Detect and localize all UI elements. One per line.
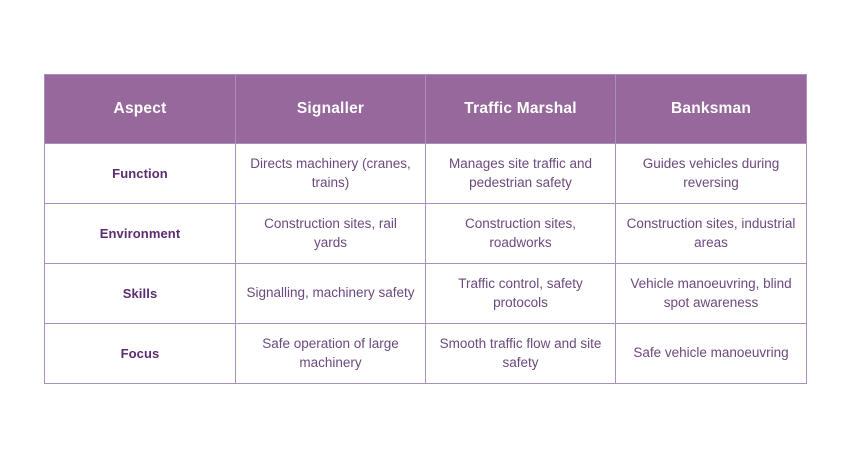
table-row: Environment Construction sites, rail yar… — [44, 203, 807, 264]
table-header: Aspect Signaller Traffic Marshal Banksma… — [44, 74, 807, 144]
column-header-aspect: Aspect — [44, 74, 236, 144]
header-row: Aspect Signaller Traffic Marshal Banksma… — [44, 74, 807, 144]
cell-aspect-environment: Environment — [44, 203, 236, 264]
table-row: Skills Signalling, machinery safety Traf… — [44, 263, 807, 324]
cell-traffic-marshal-focus: Smooth traffic flow and site safety — [425, 323, 616, 384]
cell-signaller-environment: Construction sites, rail yards — [235, 203, 426, 264]
cell-aspect-skills: Skills — [44, 263, 236, 324]
column-header-traffic-marshal: Traffic Marshal — [425, 74, 616, 144]
cell-aspect-focus: Focus — [44, 323, 236, 384]
cell-traffic-marshal-skills: Traffic control, safety protocols — [425, 263, 616, 324]
table-row: Function Directs machinery (cranes, trai… — [44, 143, 807, 204]
table-row: Focus Safe operation of large machinery … — [44, 323, 807, 384]
cell-banksman-function: Guides vehicles during reversing — [615, 143, 807, 204]
cell-signaller-focus: Safe operation of large machinery — [235, 323, 426, 384]
column-header-banksman: Banksman — [615, 74, 807, 144]
cell-aspect-function: Function — [44, 143, 236, 204]
comparison-table-container: Aspect Signaller Traffic Marshal Banksma… — [44, 74, 807, 384]
cell-banksman-focus: Safe vehicle manoeuvring — [615, 323, 807, 384]
comparison-table: Aspect Signaller Traffic Marshal Banksma… — [44, 74, 807, 384]
table-body: Function Directs machinery (cranes, trai… — [44, 143, 807, 384]
cell-signaller-skills: Signalling, machinery safety — [235, 263, 426, 324]
cell-banksman-skills: Vehicle manoeuvring, blind spot awarenes… — [615, 263, 807, 324]
cell-signaller-function: Directs machinery (cranes, trains) — [235, 143, 426, 204]
column-header-signaller: Signaller — [235, 74, 426, 144]
cell-traffic-marshal-environment: Construction sites, roadworks — [425, 203, 616, 264]
cell-banksman-environment: Construction sites, industrial areas — [615, 203, 807, 264]
cell-traffic-marshal-function: Manages site traffic and pedestrian safe… — [425, 143, 616, 204]
